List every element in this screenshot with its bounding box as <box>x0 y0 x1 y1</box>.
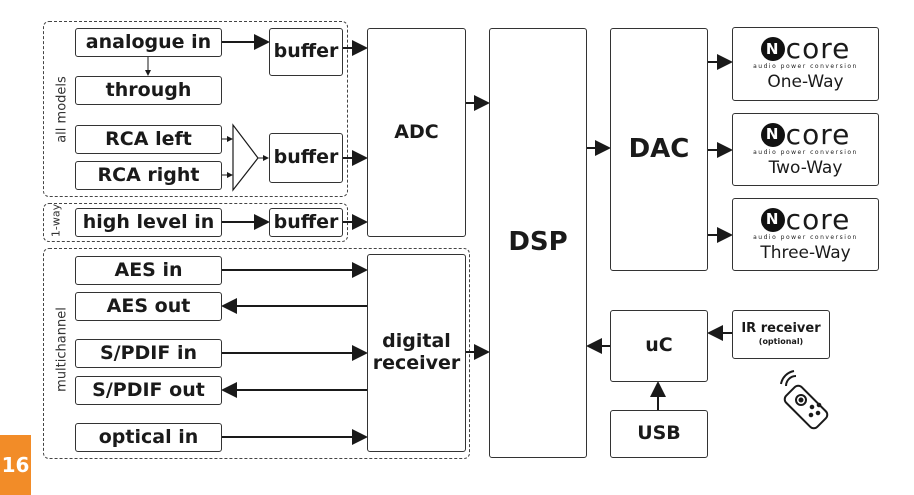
spdif-out-box: S/PDIF out <box>75 376 222 405</box>
buffer-box-rca: buffer <box>269 133 343 183</box>
analogue-in-box: analogue in <box>75 28 222 57</box>
remote-control-icon <box>780 370 829 430</box>
summing-amplifier-symbol <box>232 123 259 192</box>
ir-receiver-label: IR receiver <box>741 321 821 337</box>
rca-left-box: RCA left <box>75 125 222 154</box>
adc-box: ADC <box>367 28 466 237</box>
uc-box: uC <box>610 310 708 382</box>
buffer-box-analogue: buffer <box>269 28 343 76</box>
aes-in-box: AES in <box>75 256 222 285</box>
dac-box: DAC <box>610 28 708 271</box>
ir-optional-label: (optional) <box>758 337 804 347</box>
through-box: through <box>75 76 222 105</box>
ncore-three-way-label: Three-Way <box>760 242 851 263</box>
ncore-two-way-label: Two-Way <box>768 157 843 178</box>
rca-right-box: RCA right <box>75 161 222 190</box>
ir-receiver-box: IR receiver (optional) <box>732 310 830 359</box>
group-all-models <box>43 21 348 197</box>
page-number: 16 <box>0 435 31 495</box>
digital-receiver-box: digital receiver <box>367 254 466 452</box>
buffer-box-high-level: buffer <box>269 208 343 237</box>
spdif-in-box: S/PDIF in <box>75 339 222 368</box>
ncore-one-way-label: One-Way <box>767 72 844 93</box>
group-multichannel <box>43 248 470 459</box>
aes-out-box: AES out <box>75 292 222 321</box>
high-level-in-box: high level in <box>75 208 222 237</box>
optical-in-box: optical in <box>75 423 222 452</box>
dsp-box: DSP <box>489 28 587 458</box>
usb-box: USB <box>610 410 708 458</box>
